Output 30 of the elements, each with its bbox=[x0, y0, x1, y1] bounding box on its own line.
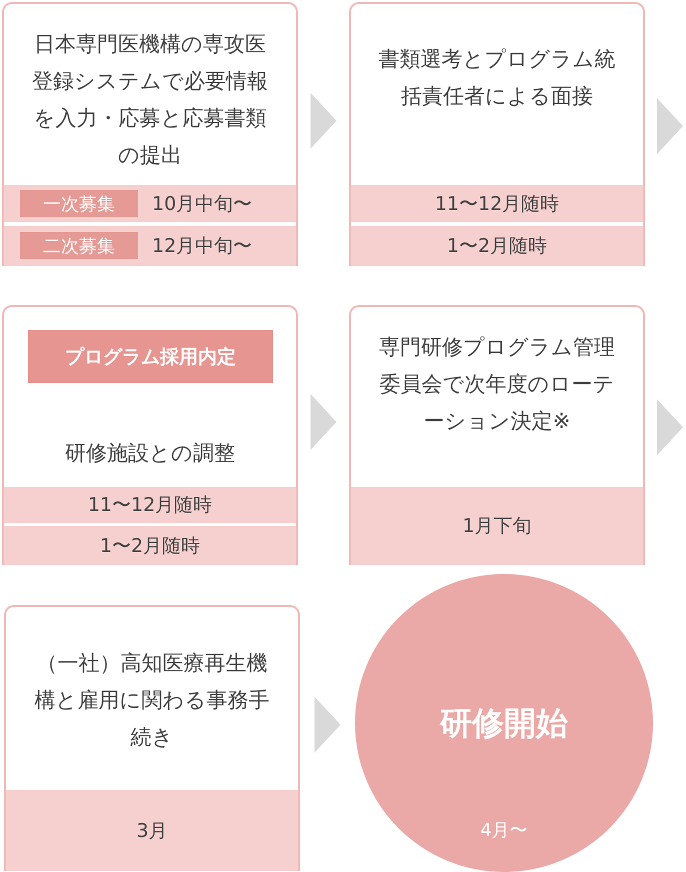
date-band: 1月下旬 bbox=[351, 487, 643, 565]
date-band bbox=[4, 226, 296, 266]
chevron-arrow bbox=[657, 98, 683, 154]
circle-title: 研修開始 bbox=[438, 703, 569, 744]
date-text: 10月中旬〜 bbox=[152, 192, 252, 216]
step-card bbox=[349, 2, 645, 266]
date-band: 11〜12月随時 bbox=[351, 185, 643, 222]
step-text: 書類選考とプログラム統括責任者による面接 bbox=[378, 46, 616, 110]
chevron-arrow bbox=[310, 394, 336, 450]
date-band bbox=[4, 185, 296, 222]
date-band: 3月 bbox=[6, 790, 298, 871]
step-card bbox=[349, 305, 645, 565]
step-card bbox=[2, 2, 298, 266]
chevron-arrow bbox=[657, 399, 683, 456]
step-text: 専門研修プログラム管理委員会で次年度のローテーション決定※ bbox=[378, 334, 616, 435]
status-badge: 二次募集 bbox=[20, 232, 138, 259]
chevron-arrow bbox=[314, 696, 340, 753]
step-text: 日本専門医機構の専攻医登録システムで必要情報を入力・応募と応募書類の提出 bbox=[31, 31, 269, 169]
date-band: 1〜2月随時 bbox=[351, 226, 643, 266]
status-badge: プログラム採用内定 bbox=[28, 330, 273, 383]
step-text: 研修施設との調整 bbox=[64, 440, 236, 467]
circle-date: 4月〜 bbox=[479, 819, 529, 842]
chevron-arrow bbox=[310, 92, 336, 149]
step-card bbox=[4, 605, 300, 871]
status-badge: 一次募集 bbox=[20, 190, 138, 217]
step-text: （一社）高知医療再生機構と雇用に関わる事務手続き bbox=[34, 650, 270, 751]
date-band: 1〜2月随時 bbox=[4, 526, 296, 565]
date-band: 11〜12月随時 bbox=[4, 487, 296, 523]
step-card bbox=[2, 305, 298, 565]
date-text: 12月中旬〜 bbox=[152, 234, 252, 259]
